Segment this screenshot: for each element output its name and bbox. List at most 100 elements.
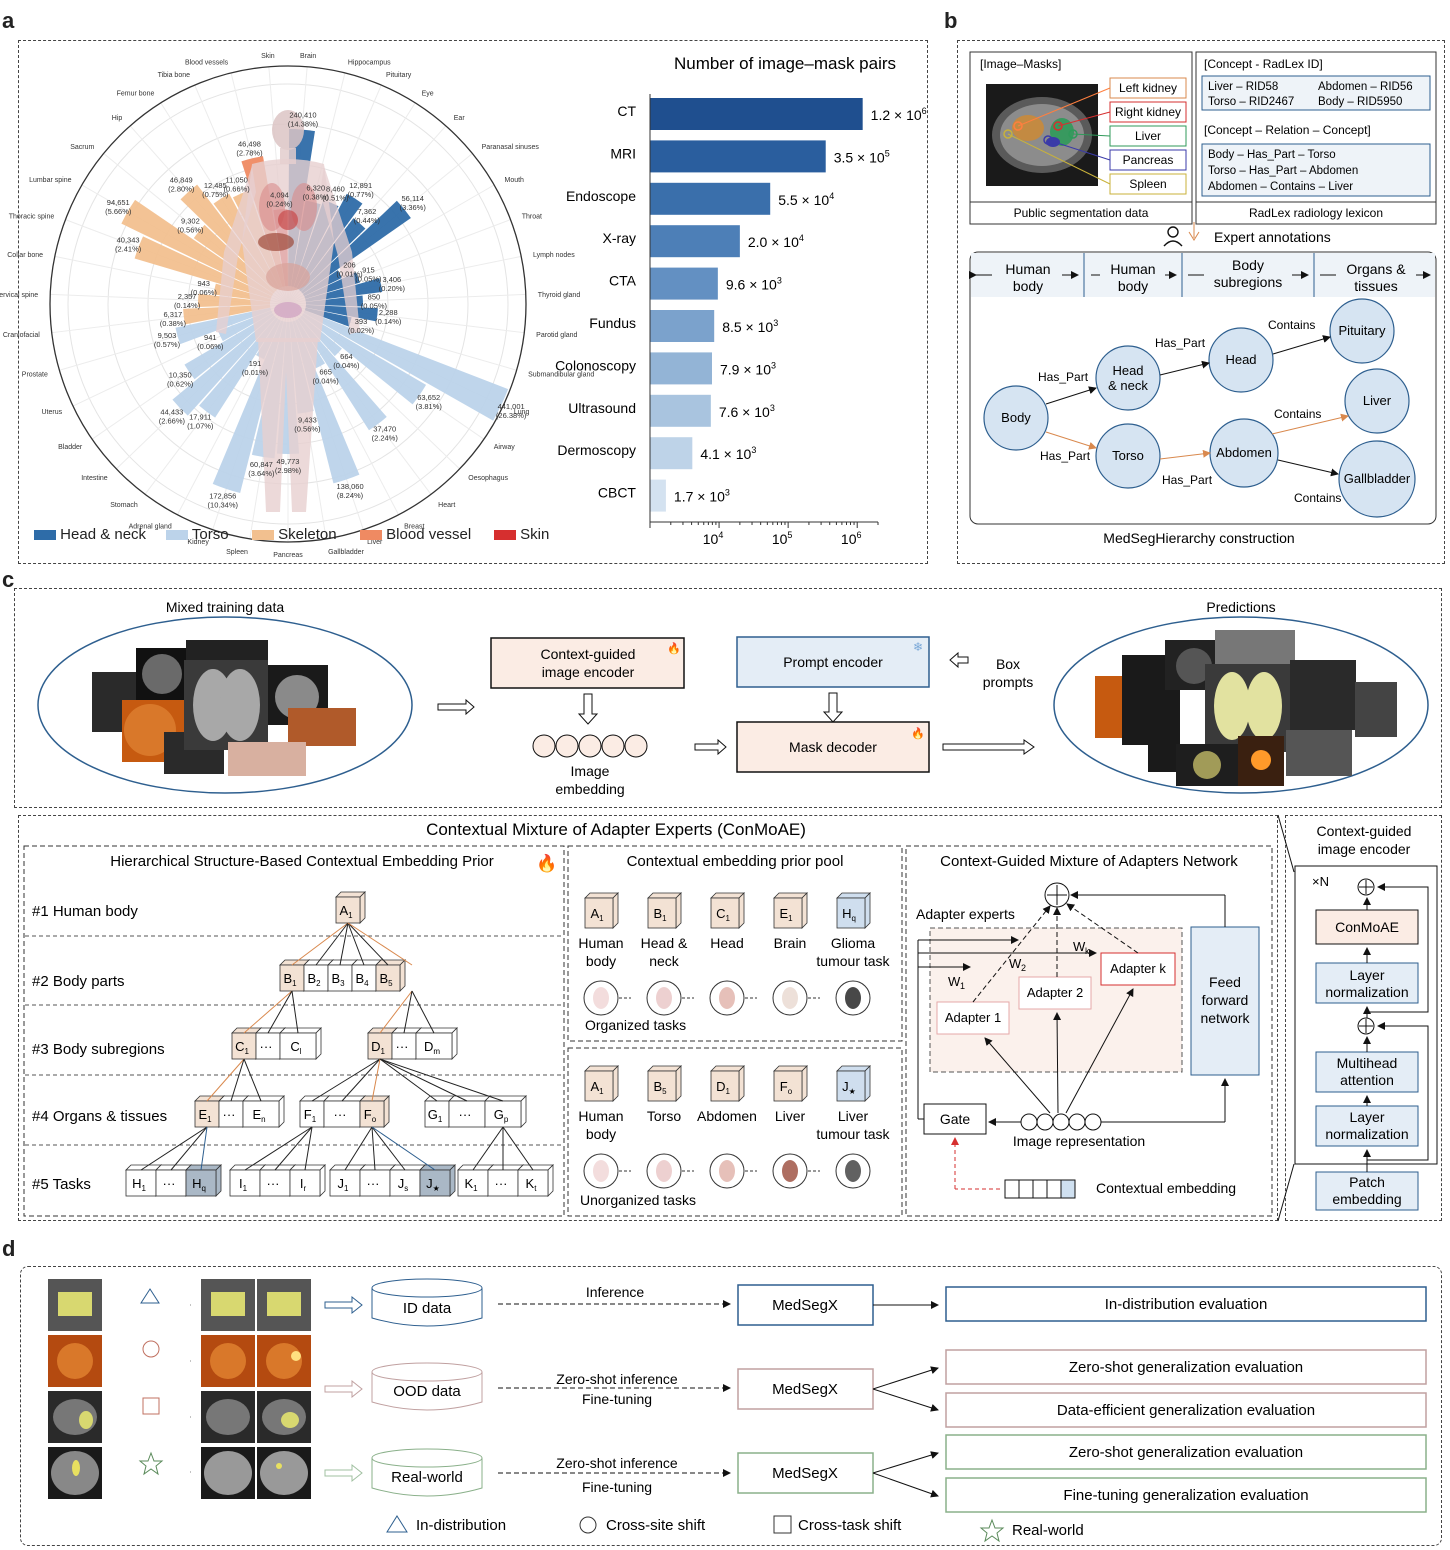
embedding-cube: Hq [836, 892, 871, 929]
svg-text:Has_Part: Has_Part [1155, 336, 1206, 350]
level-label: #2 Body parts [32, 973, 125, 990]
svg-text:Organs &: Organs & [1346, 261, 1406, 277]
star-icon [979, 1518, 1005, 1543]
panel-a-frame [18, 40, 928, 564]
radial-pct-label: (0.24%) [266, 199, 293, 208]
eval-box-zero-shot-real [945, 1434, 1427, 1470]
svg-text:Ir: Ir [300, 1176, 307, 1193]
radial-category-label: Thoracic spine [9, 213, 55, 220]
radial-value-label: 941 [204, 333, 217, 342]
radial-pct-label: (0.02%) [348, 326, 375, 335]
svg-text:Gallbladder: Gallbladder [1344, 471, 1411, 486]
legend-swatch [360, 530, 382, 541]
eval-box-zero-shot [945, 1349, 1427, 1385]
radial-category-label: Parotid gland [536, 332, 577, 339]
svg-text:···: ··· [495, 1176, 508, 1191]
radial-category-label: Mouth [505, 177, 525, 184]
svg-text:Abdomen: Abdomen [1216, 445, 1272, 460]
bar-value-label: 1.7 × 103 [674, 488, 730, 505]
svg-text:Liver: Liver [1135, 129, 1161, 143]
row-images-real-world [48, 1447, 311, 1499]
ood-data-cylinder [371, 1362, 483, 1411]
embedding-cube: B5 [375, 959, 406, 992]
bar-category-label: Fundus [589, 315, 636, 331]
mask-label-right-kidney [1109, 101, 1187, 123]
node-gallbladder [1338, 440, 1416, 518]
radial-pct-label: (0.06%) [197, 342, 224, 351]
pool-label: Torso [647, 1108, 681, 1124]
adapter-k [1100, 952, 1176, 986]
medsegx-box [737, 1452, 874, 1494]
svg-text:Fine-tuning: Fine-tuning [582, 1479, 652, 1495]
embedding-cube: Dm [415, 1027, 458, 1060]
prediction-image-collage [1095, 630, 1397, 786]
contextual-embedding-blocks [1004, 1179, 1076, 1199]
public-seg-caption: Public segmentation data [1014, 206, 1149, 220]
legend-item-skin: Skin [494, 526, 549, 543]
legend-swatch [494, 530, 516, 541]
level-label: #4 Organs & tissues [32, 1108, 167, 1125]
svg-text:forward: forward [1202, 992, 1249, 1008]
radial-pct-label: (2.41%) [115, 244, 142, 253]
radial-category-label: Pituitary [386, 72, 412, 79]
svg-text:Body – RID5950: Body – RID5950 [1318, 96, 1402, 108]
embedding-cube: ··· [448, 1095, 491, 1128]
radial-category-label: Adrenal gland [129, 523, 172, 530]
square-icon [773, 1515, 792, 1534]
svg-text:network: network [1200, 1010, 1250, 1026]
svg-text:···: ··· [260, 1039, 273, 1054]
organized-tasks-label: Organized tasks [585, 1017, 686, 1033]
svg-text:Has_Part: Has_Part [1038, 370, 1089, 384]
radial-pct-label: (0.14%) [174, 301, 201, 310]
predictions-ellipse [1053, 616, 1429, 794]
real-world-cylinder [371, 1448, 483, 1497]
svg-text:Adapter 1: Adapter 1 [945, 1010, 1001, 1025]
svg-text:Spleen: Spleen [1129, 177, 1166, 191]
bar-value-label: 9.6 × 103 [726, 276, 782, 293]
panel-c-top-frame [14, 588, 1442, 808]
panel-letter-a: a [2, 8, 15, 33]
radial-category-label: Ear [454, 115, 466, 122]
svg-text:Abdomen – Contains – Liver: Abdomen – Contains – Liver [1208, 181, 1353, 193]
svg-text:Zero-shot generalization evalu: Zero-shot generalization evaluation [1069, 1359, 1303, 1376]
image-masks-title: [Image–Masks] [980, 57, 1061, 71]
legend-swatch [252, 530, 274, 541]
flame-icon: 🔥 [667, 642, 681, 655]
svg-text:body: body [1118, 278, 1148, 294]
radial-pct-label: (0.66%) [224, 184, 251, 193]
radial-category-label: Skin [261, 53, 275, 60]
svg-text:···: ··· [163, 1176, 176, 1191]
radial-category-label: Spleen [226, 549, 248, 556]
radial-pct-label: (5.66%) [105, 207, 132, 216]
panel-letter-d: d [2, 1236, 16, 1261]
svg-text:Human: Human [1005, 261, 1050, 277]
radial-value-label: 6,320 [306, 183, 325, 192]
bar-category-label: Colonoscopy [555, 357, 636, 373]
embedding-cube: B4 [351, 959, 382, 992]
eval-box-in-distribution [945, 1286, 1427, 1322]
radial-value-label: 46,849 [170, 175, 193, 184]
radial-value-label: 172,856 [209, 491, 236, 500]
embedding-cube: En [242, 1095, 285, 1128]
radial-value-label: 2,357 [178, 292, 197, 301]
svg-text:···: ··· [267, 1176, 280, 1191]
encoder-block-conmoae [1315, 909, 1419, 945]
radial-category-label: Craniofacial [3, 332, 40, 339]
x-tick-label: 105 [772, 530, 793, 547]
svg-text:embedding: embedding [555, 781, 624, 797]
svg-text:···: ··· [334, 1107, 347, 1122]
encoder-block-patch [1315, 1171, 1419, 1211]
svg-text:MedSegX: MedSegX [772, 1297, 838, 1314]
svg-text:Zero-shot inference: Zero-shot inference [556, 1455, 678, 1471]
radial-pct-label: (0.62%) [167, 379, 194, 388]
svg-text:Left kidney: Left kidney [1119, 81, 1177, 95]
pool-label: Liver [838, 1108, 869, 1124]
radial-category-label: Blood vessels [185, 59, 229, 66]
panel-d-frame [20, 1266, 1442, 1546]
legend-item-head-neck: Head & neck [34, 526, 146, 543]
embedding-cube: Ir [289, 1164, 326, 1197]
radial-bar [172, 315, 276, 416]
radial-category-label: Bladder [58, 444, 83, 451]
radial-value-label: 12,891 [349, 181, 372, 190]
radial-category-label: Paranasal sinuses [482, 144, 540, 151]
